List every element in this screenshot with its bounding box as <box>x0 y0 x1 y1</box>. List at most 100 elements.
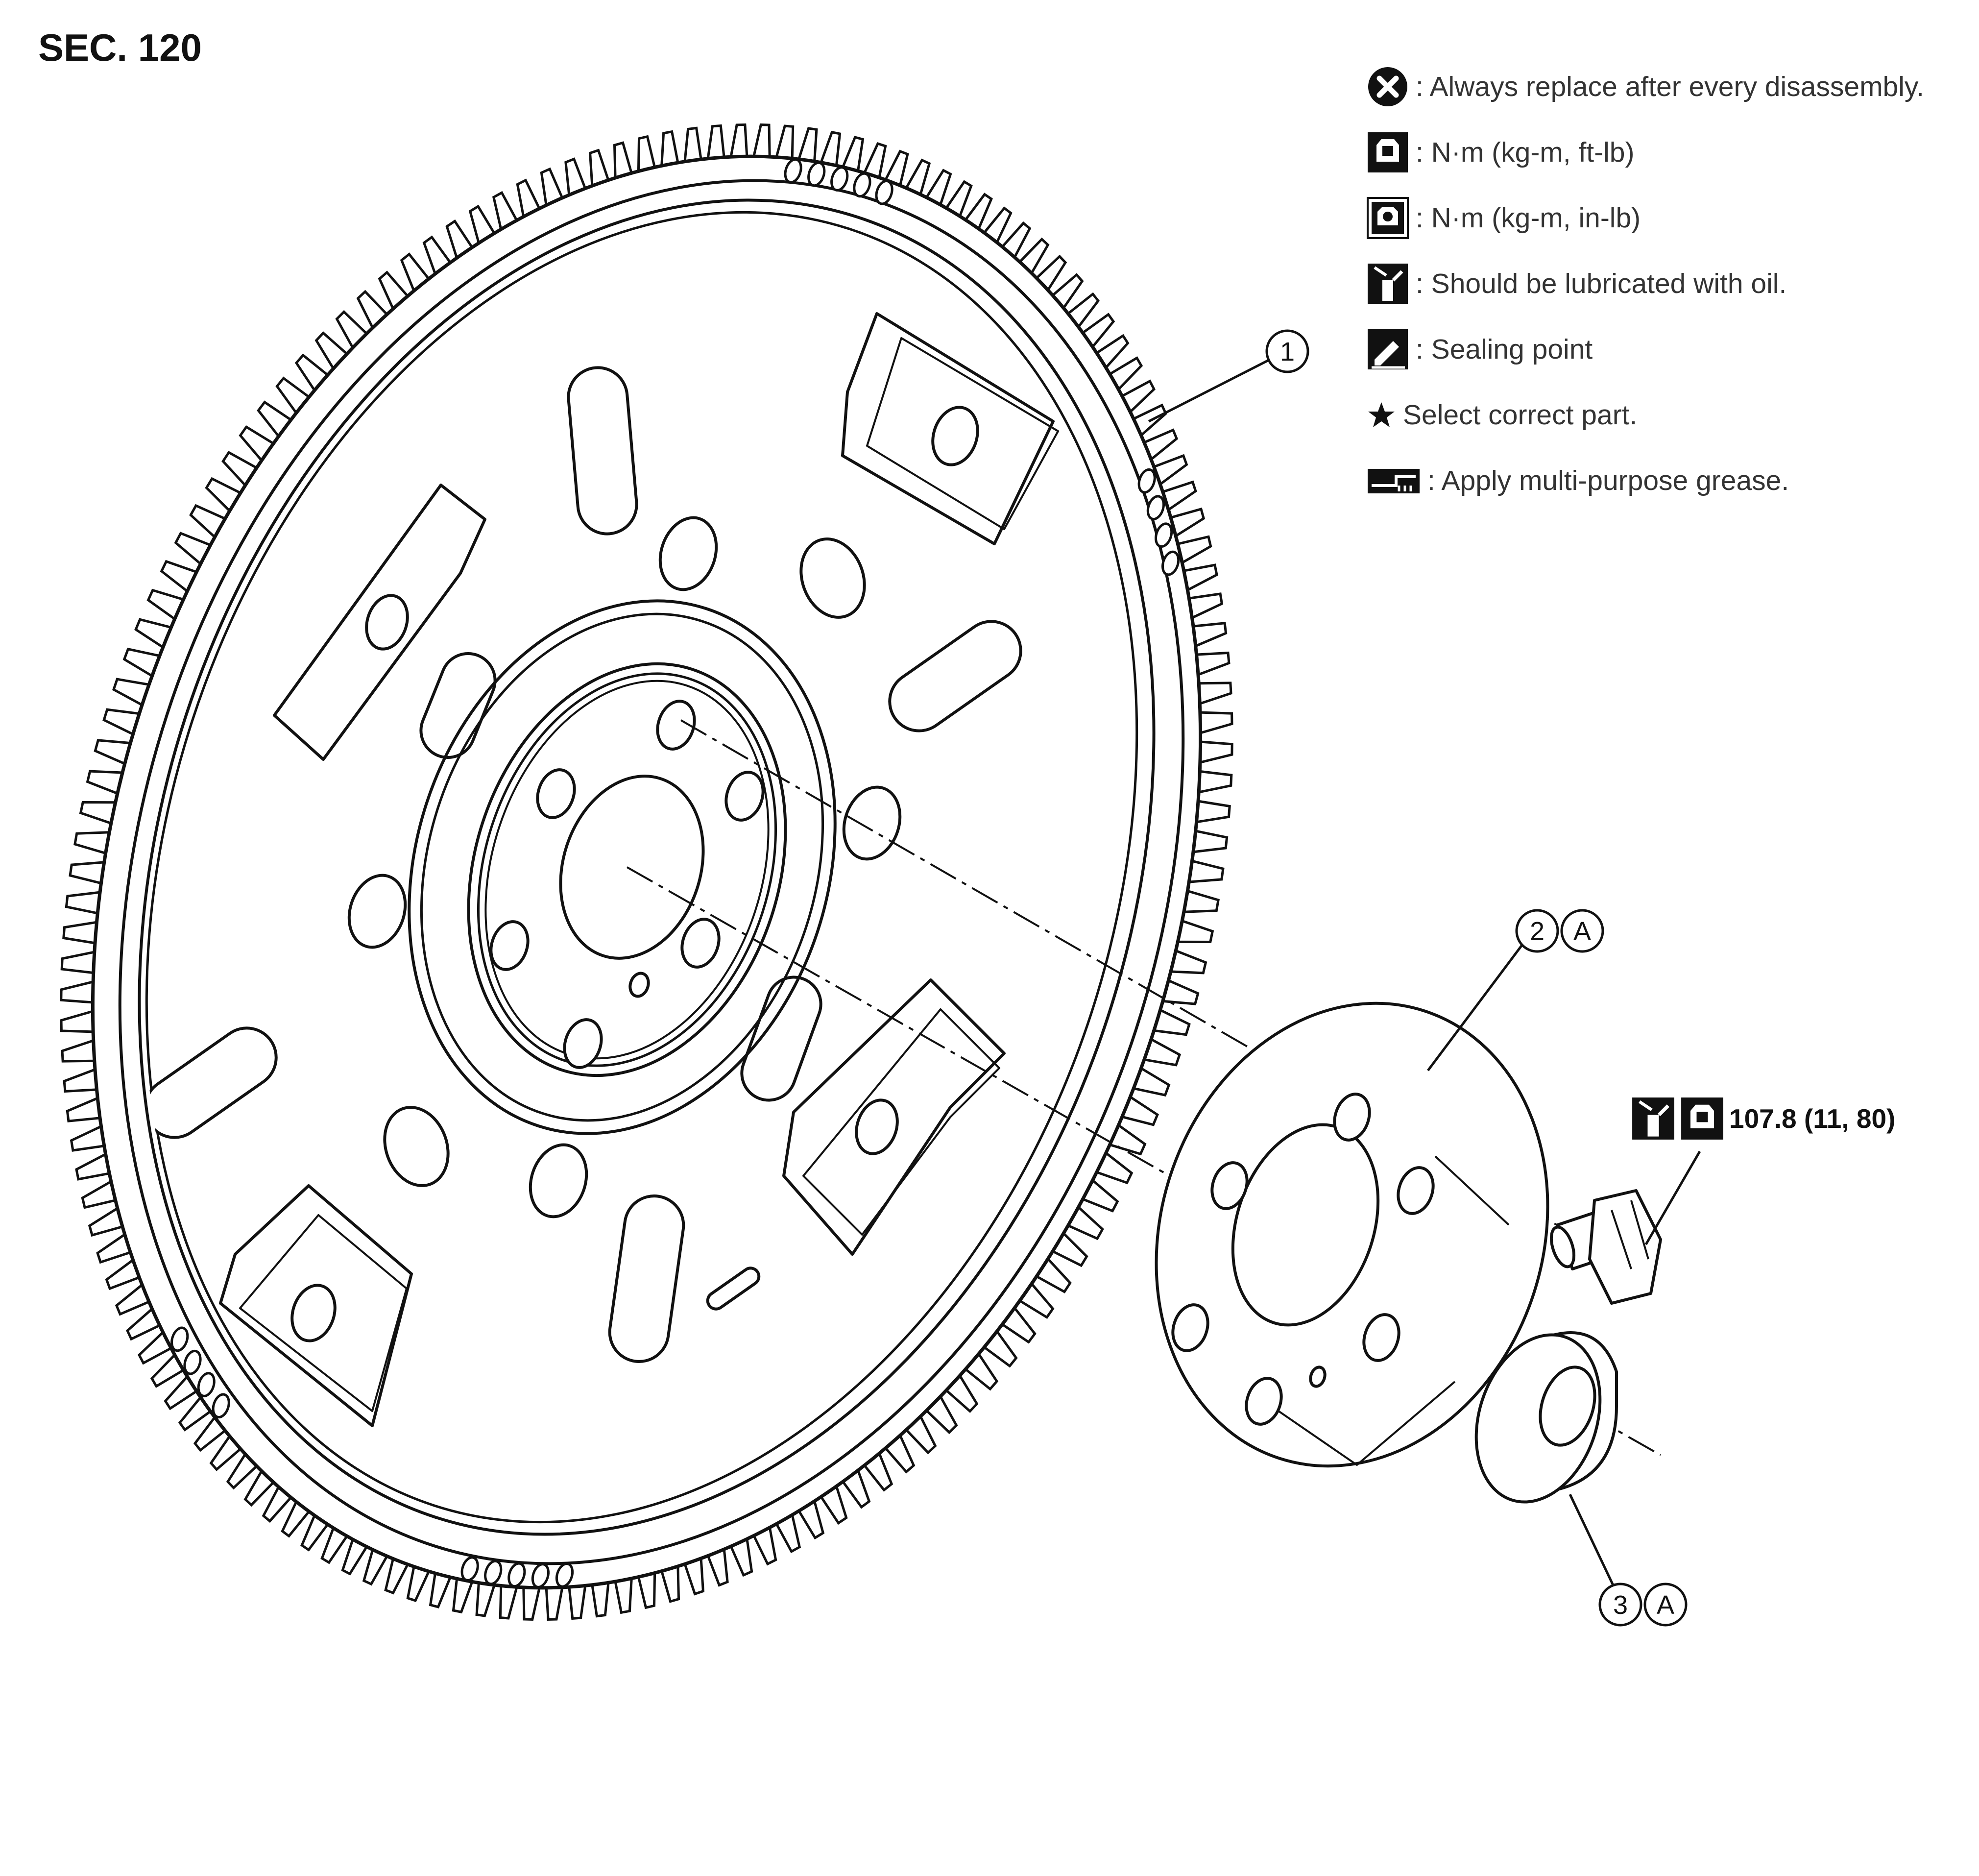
part-2-reinforcement-plate <box>1155 1001 1549 1468</box>
gear-tooth <box>660 130 679 168</box>
gear-tooth <box>63 1068 98 1093</box>
gear-tooth <box>1192 622 1228 648</box>
gear-tooth <box>591 1581 610 1618</box>
callout-circle <box>1265 329 1688 1627</box>
star-icon <box>1368 402 1395 427</box>
plate-hole <box>347 516 902 1218</box>
gear-hole <box>1146 495 1165 520</box>
gear-tooth <box>1182 563 1218 592</box>
gear-hole <box>170 1326 189 1352</box>
torque-value: 107.8 (11, 80) <box>1729 1103 1896 1134</box>
gear-hole <box>784 158 802 184</box>
gear-tooth <box>61 1039 96 1063</box>
gear-tooth <box>1195 800 1231 824</box>
legend-row-replace: : Always replace after every disassembly… <box>1367 54 1969 120</box>
gear-tooth <box>545 1586 564 1621</box>
gear-tooth <box>60 1009 95 1033</box>
gear-tooth <box>1197 682 1232 706</box>
legend-label: : Sealing point <box>1416 334 1593 365</box>
gear-tooth <box>75 1152 111 1181</box>
gear-tooth <box>683 126 702 163</box>
legend-row-sealing: : Sealing point <box>1367 317 1969 382</box>
legend-row-grease: : Apply multi-purpose grease. <box>1367 448 1969 513</box>
grease-icon <box>1368 469 1420 493</box>
gear-tooth <box>729 123 748 158</box>
gear-tooth <box>637 1571 656 1609</box>
gear-tooth <box>637 135 656 173</box>
gear-tooth <box>1187 592 1224 620</box>
flywheel-bolt <box>1549 1189 1662 1305</box>
leader-line <box>1148 359 1701 1593</box>
gear-hole <box>1161 550 1180 576</box>
callout-label-a: A <box>1573 917 1591 946</box>
legend-row-select: Select correct part. <box>1367 382 1969 448</box>
sealing-icon <box>1368 329 1408 369</box>
torque-wrench-icon <box>1681 1097 1723 1140</box>
gear-hole <box>555 1562 574 1588</box>
gear-tooth <box>841 136 865 173</box>
gear-hole <box>484 1559 503 1585</box>
plate-slot <box>144 366 1022 1363</box>
mounting-pad <box>841 312 1059 545</box>
gear-tooth <box>62 921 98 945</box>
gear-tooth <box>774 124 795 160</box>
gear-tooth <box>452 1577 474 1614</box>
symbol-legend: : Always replace after every disassembly… <box>1367 54 1969 513</box>
gear-tooth <box>614 1577 633 1614</box>
legend-label: : Always replace after every disassembly… <box>1416 71 1925 102</box>
callout-label-2: 2 <box>1530 917 1545 946</box>
gear-hole <box>853 172 871 198</box>
gear-hole <box>531 1563 550 1588</box>
part-3-spacer <box>1474 1331 1618 1504</box>
center-hub <box>408 599 837 1135</box>
legend-row-torque-ftlb: : N·m (kg-m, ft-lb) <box>1367 120 1969 185</box>
gear-tooth <box>1182 889 1220 913</box>
gear-hole <box>460 1556 479 1582</box>
gear-hole <box>212 1393 230 1419</box>
always-replace-icon <box>1368 67 1407 106</box>
gear-hole <box>830 166 849 192</box>
torque-wrench-small-icon <box>1367 197 1409 239</box>
gear-tooth <box>66 1096 101 1122</box>
torque-wrench-icon <box>1368 132 1408 172</box>
legend-row-oil: : Should be lubricated with oil. <box>1367 251 1969 317</box>
gear-tooth <box>797 127 818 163</box>
gear-hole <box>1155 522 1173 548</box>
hub-bolt-hole <box>489 700 765 1069</box>
legend-label: : Should be lubricated with oil. <box>1416 268 1787 299</box>
callout-label-3: 3 <box>1613 1590 1628 1620</box>
gear-tooth <box>70 1124 106 1152</box>
gear-tooth <box>752 123 771 158</box>
callout-label-a-2: A <box>1657 1590 1674 1620</box>
oil-can-icon <box>1368 264 1408 304</box>
gear-hole <box>197 1372 216 1397</box>
gear-tooth <box>475 1581 496 1617</box>
section-title: SEC. 120 <box>38 26 202 69</box>
gear-tooth <box>429 1571 452 1608</box>
callout-label-1: 1 <box>1280 337 1295 366</box>
mounting-pad <box>273 484 486 761</box>
ring-gear-holes <box>170 158 1180 1588</box>
gear-hole <box>1137 468 1156 494</box>
gear-tooth <box>499 1584 519 1620</box>
gear-hole <box>807 161 826 187</box>
gear-tooth <box>65 891 101 915</box>
gear-tooth <box>706 124 725 160</box>
mounting-pad <box>219 1184 413 1427</box>
gear-tooth <box>1195 651 1231 677</box>
legend-row-torque-inlb: : N·m (kg-m, in-lb) <box>1367 185 1969 251</box>
legend-label: : N·m (kg-m, in-lb) <box>1416 202 1641 234</box>
gear-tooth <box>73 831 111 855</box>
gear-tooth <box>568 1584 587 1620</box>
legend-label: : N·m (kg-m, ft-lb) <box>1416 137 1635 168</box>
gear-tooth <box>60 980 95 1004</box>
gear-hole <box>875 179 893 205</box>
mounting-pad <box>782 978 1006 1256</box>
torque-spec: 107.8 (11, 80) <box>1631 1096 1895 1141</box>
gear-tooth <box>60 950 96 975</box>
oil-can-icon <box>1632 1097 1674 1140</box>
gear-hole <box>183 1349 202 1375</box>
gear-tooth <box>1192 829 1229 853</box>
